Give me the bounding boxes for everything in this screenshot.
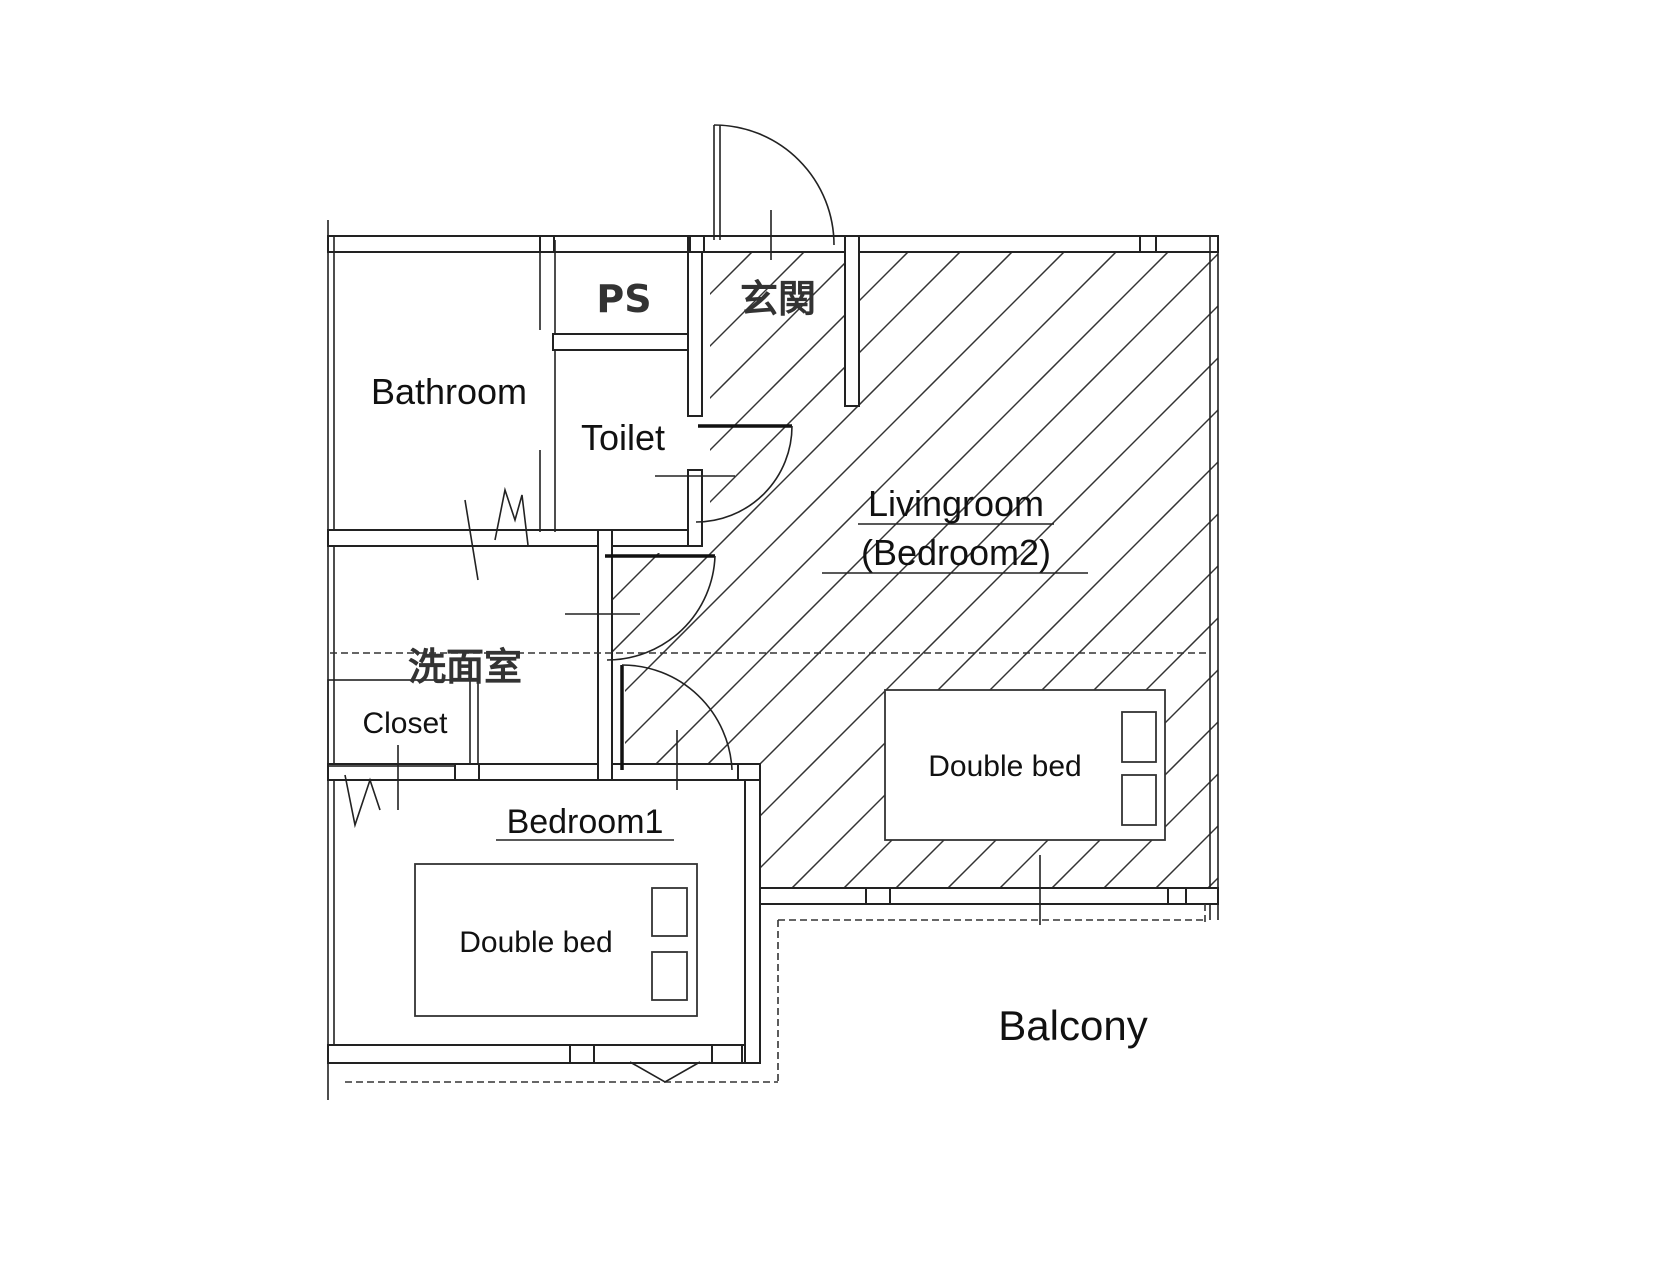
room-label-closet: Closet bbox=[362, 707, 448, 740]
room-label-livingroom-sub: (Bedroom2) bbox=[861, 532, 1051, 573]
bed-livingroom-label: Double bed bbox=[928, 750, 1081, 783]
room-label-entrance: 玄関 bbox=[740, 277, 816, 321]
doors bbox=[344, 124, 1041, 1083]
room-label-bathroom: Bathroom bbox=[371, 371, 527, 412]
bed-bedroom1: Double bed bbox=[414, 863, 698, 1017]
interior-walls bbox=[330, 235, 1210, 1083]
room-label-balcony: Balcony bbox=[998, 1002, 1147, 1049]
room-label-livingroom: Livingroom bbox=[868, 483, 1044, 524]
room-label-ps: PS bbox=[596, 277, 651, 321]
living-hatch bbox=[600, 253, 1218, 890]
room-label-toilet: Toilet bbox=[581, 417, 665, 458]
bed-livingroom: Double bed bbox=[884, 689, 1166, 841]
room-label-bedroom1: Bedroom1 bbox=[507, 803, 664, 841]
bed-bedroom1-label: Double bed bbox=[459, 926, 612, 959]
room-label-washroom: 洗面室 bbox=[408, 645, 522, 689]
